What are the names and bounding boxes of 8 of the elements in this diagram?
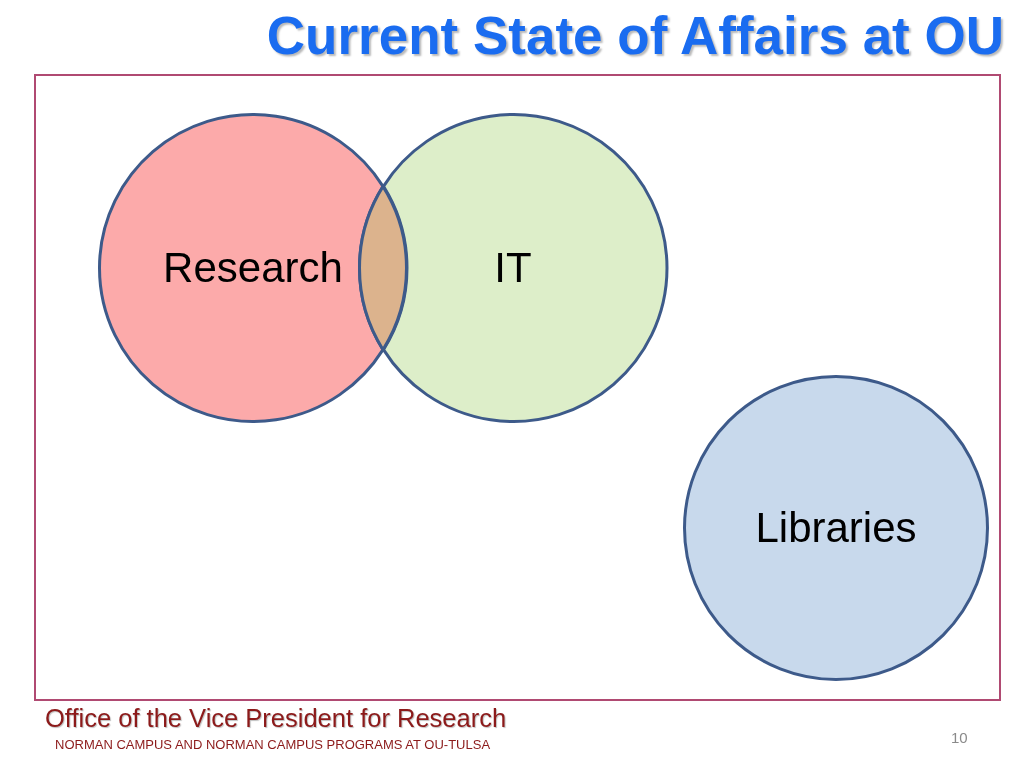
slide-title: Current State of Affairs at OU: [266, 6, 1004, 66]
page-number: 10: [951, 729, 968, 746]
circle-label: Research: [163, 244, 343, 292]
circle-label: Libraries: [755, 504, 917, 552]
venn-circle: [683, 375, 989, 681]
circle-label: IT: [494, 244, 532, 292]
office-name: Office of the Vice President for Research: [45, 704, 507, 733]
campus-line: NORMAN CAMPUS AND NORMAN CAMPUS PROGRAMS AT OU-TULSA: [55, 737, 491, 752]
